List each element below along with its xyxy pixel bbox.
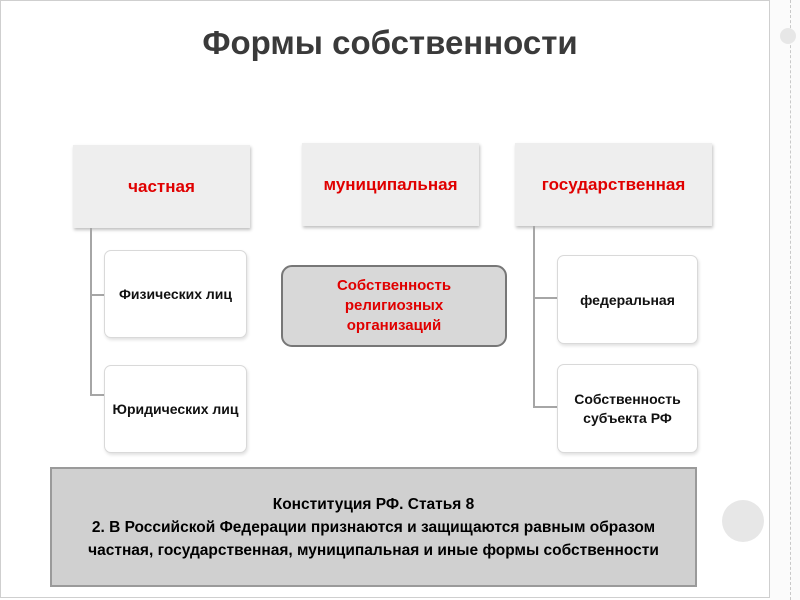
federal-subject-box: Собственность субъекта РФ [557, 364, 698, 453]
constitution-article-box: Конституция РФ. Статья 8 2. В Российской… [50, 467, 697, 587]
private-connector-h1 [90, 294, 104, 296]
municipal-property-header: муниципальная [302, 143, 479, 226]
state-connector-vertical [533, 226, 535, 408]
federal-box: федеральная [557, 255, 698, 344]
private-connector-vertical [90, 228, 92, 396]
private-property-header: частная [73, 145, 250, 228]
legal-entities-box: Юридических лиц [104, 365, 247, 453]
decor-circle-top [780, 28, 796, 44]
slide-side-strip [770, 0, 800, 600]
individuals-box: Физических лиц [104, 250, 247, 338]
page-title: Формы собственности [202, 24, 578, 61]
private-connector-h2 [90, 394, 104, 396]
side-dashed-line [790, 0, 791, 600]
state-connector-h2 [533, 406, 557, 408]
decor-circle-bottom [722, 500, 764, 542]
constitution-text: 2. В Российской Федерации признаются и з… [88, 518, 659, 559]
constitution-heading: Конституция РФ. Статья 8 [272, 495, 475, 513]
state-connector-h1 [533, 297, 557, 299]
state-property-header: государственная [515, 143, 712, 226]
religious-organizations-box: Собственность религиозных организаций [281, 265, 507, 347]
